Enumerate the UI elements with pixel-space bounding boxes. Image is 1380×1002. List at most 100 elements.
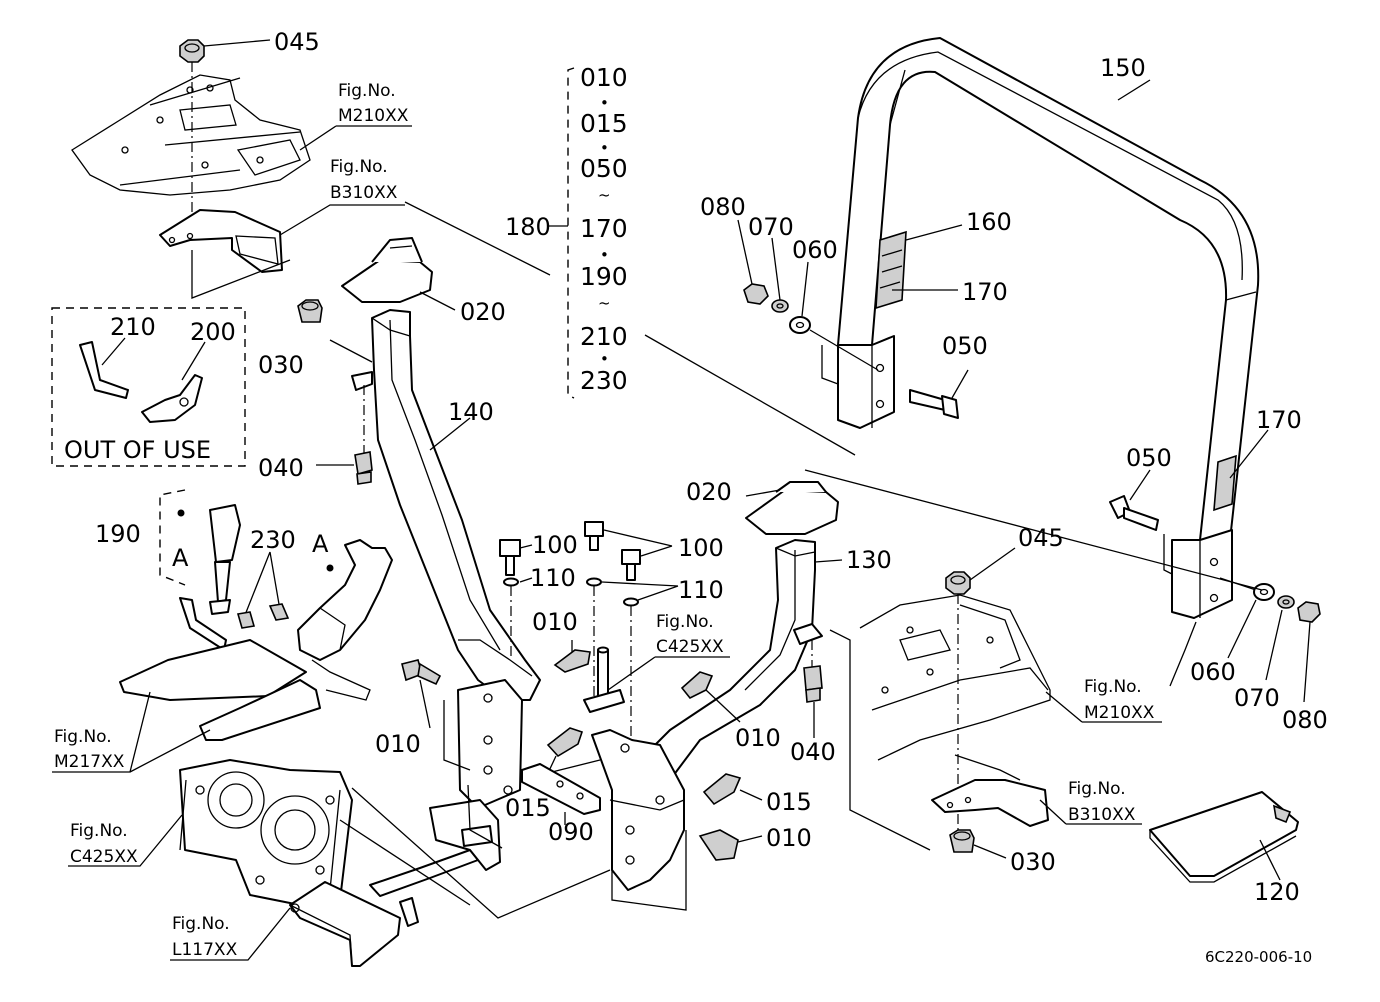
fig-ref-b310-right: Fig.No. B310XX <box>1039 779 1142 825</box>
fig-code: B310XX <box>330 183 398 203</box>
drawing-code: 6C220-006-10 <box>1205 948 1312 966</box>
bolt-100-b <box>584 521 641 581</box>
callout-100-b: 100 <box>678 534 724 562</box>
post-140 <box>371 309 541 701</box>
fig-code: C425XX <box>70 847 138 867</box>
range-item: 015 <box>580 109 628 138</box>
fig-caption: Fig.No. <box>54 727 112 747</box>
bolt-010-c <box>680 671 714 700</box>
frame-right <box>859 594 1051 761</box>
fig-code: B310XX <box>1068 805 1136 825</box>
bolt-015-a <box>546 727 584 758</box>
callout-120: 120 <box>1254 878 1300 906</box>
callout-010-m2: 010 <box>532 608 578 636</box>
bolt-040-right <box>803 665 823 703</box>
out-of-use-label: OUT OF USE <box>64 436 211 464</box>
pin <box>583 646 625 713</box>
rops-lower-left <box>837 335 895 429</box>
bracket-right <box>931 754 1049 827</box>
callout-110-b: 110 <box>678 576 724 604</box>
hex-nut-045-right <box>945 571 971 595</box>
callout-030-left: 030 <box>258 351 304 379</box>
rubber-mount-020-top <box>341 237 433 303</box>
nut-080-bot <box>1297 601 1321 623</box>
range-separator: • <box>600 139 609 157</box>
bolt-010-d <box>698 829 739 861</box>
range-separator: ~ <box>598 186 611 204</box>
fig-caption: Fig.No. <box>172 914 230 934</box>
fig-caption: Fig.No. <box>70 821 128 841</box>
fig-caption: Fig.No. <box>330 157 388 177</box>
callout-030-right: 030 <box>1010 848 1056 876</box>
callout-100-a: 100 <box>532 531 578 559</box>
washer-060-bot <box>1253 583 1275 601</box>
callout-015-m1: 015 <box>505 794 551 822</box>
callout-130: 130 <box>846 546 892 574</box>
fig-code: M210XX <box>338 106 409 126</box>
out-of-use-box: 210 200 OUT OF USE <box>51 307 246 467</box>
label-decal-170-right <box>1213 454 1237 512</box>
range-item: 190 <box>580 262 628 291</box>
fig-code: C425XX <box>656 637 724 657</box>
manual-120 <box>1149 791 1299 883</box>
callout-060-top: 060 <box>792 236 838 264</box>
callout-040-left: 040 <box>258 454 304 482</box>
fig-ref-m210-top: Fig.No. M210XX <box>299 81 412 151</box>
range-separator: • <box>600 350 609 368</box>
bolt-100-a <box>499 539 521 576</box>
callout-080-top: 080 <box>700 193 746 221</box>
callout-080-bot: 080 <box>1282 706 1328 734</box>
washer-070-bot <box>1277 595 1295 609</box>
range-item: 050 <box>580 154 628 183</box>
label-decal-160 <box>875 230 907 310</box>
range-separator: • <box>600 94 609 112</box>
anchor-plate <box>119 597 321 741</box>
bolt-010-b <box>553 649 591 673</box>
callout-015-m2: 015 <box>766 788 812 816</box>
buckle-part <box>209 504 241 615</box>
washer-060-top <box>789 316 811 334</box>
callout-010-m4: 010 <box>766 824 812 852</box>
rubber-mount-030-right <box>949 829 975 853</box>
fig-caption: Fig.No. <box>1068 779 1126 799</box>
fig-caption: Fig.No. <box>338 81 396 101</box>
range-item: 170 <box>580 214 628 243</box>
callout-070-bot: 070 <box>1234 684 1280 712</box>
callout-020-mid: 020 <box>686 478 732 506</box>
callout-150: 150 <box>1100 54 1146 82</box>
bolt-050-top <box>909 389 959 419</box>
bracket-top-left <box>159 209 283 273</box>
callout-170-right: 170 <box>1256 406 1302 434</box>
fig-ref-c425-mid: Fig.No. C425XX <box>607 612 730 691</box>
fig-ref-m217: Fig.No. M217XX <box>52 691 211 773</box>
callout-110-a: 110 <box>530 564 576 592</box>
hex-nut-045-top <box>179 39 205 63</box>
fig-ref-m210-right: Fig.No. M210XX <box>1045 677 1162 723</box>
callout-090: 090 <box>548 818 594 846</box>
callout-010-m3: 010 <box>735 724 781 752</box>
callout-160: 160 <box>966 208 1012 236</box>
callout-050-right: 050 <box>1126 444 1172 472</box>
fig-ref-b310-top: Fig.No. B310XX <box>330 157 551 276</box>
callout-210: 210 <box>110 313 156 341</box>
frame-top-left <box>71 74 311 196</box>
rops-arch-150 <box>837 37 1260 541</box>
fig-code: L117XX <box>172 940 238 960</box>
callout-045-right: 045 <box>1018 524 1064 552</box>
callout-200: 200 <box>190 318 236 346</box>
rubber-mount-020-mid <box>745 481 839 535</box>
range-separator: ~ <box>598 294 611 312</box>
bolt-015-b <box>702 773 742 806</box>
callout-050-top: 050 <box>942 332 988 360</box>
bolt-010-a <box>401 659 442 686</box>
fig-caption: Fig.No. <box>1084 677 1142 697</box>
label-a-left: A <box>172 544 189 572</box>
range-list-180: 180 010 • 015 • 050 ~ 170 • 190 ~ 210 • … <box>505 63 628 399</box>
fig-ref-l117: Fig.No. L117XX <box>170 907 291 961</box>
range-item: 230 <box>580 366 628 395</box>
callout-140: 140 <box>448 398 494 426</box>
plate-090 <box>521 763 601 815</box>
fig-code: M210XX <box>1084 703 1155 723</box>
rear-hitch <box>289 849 479 967</box>
callout-190: 190 <box>95 520 141 548</box>
